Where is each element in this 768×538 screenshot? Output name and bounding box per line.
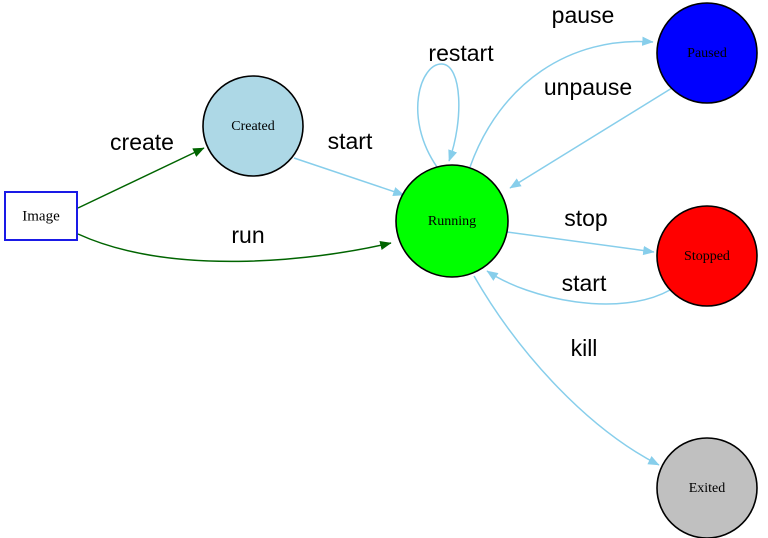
node-shape-stopped [656, 205, 758, 307]
node-shape-created [202, 75, 304, 177]
edge-restart [416, 63, 460, 168]
node-shape-exited [656, 437, 758, 538]
edge-start-created [293, 157, 405, 196]
node-running[interactable]: Running [395, 164, 509, 278]
node-label-created: Created [231, 119, 275, 134]
node-shape-paused [656, 2, 758, 104]
edge-unpause [509, 87, 673, 189]
edge-create [77, 147, 205, 209]
edge-label-restart: restart [428, 40, 494, 66]
edge-label-kill: kill [571, 335, 598, 361]
edge-label-create: create [110, 129, 174, 155]
node-exited[interactable]: Exited [656, 437, 758, 538]
node-label-paused: Paused [687, 46, 727, 61]
edge-label-pause: pause [552, 2, 615, 28]
edge-stop [506, 231, 655, 256]
edge-label-run: run [231, 222, 264, 248]
edge-labels-layer: create run start restart pause unpause stop sta… [110, 2, 632, 361]
node-label-exited: Exited [689, 481, 726, 496]
node-shape-running [395, 164, 509, 278]
edge-label-start-stopped: start [562, 270, 607, 296]
node-stopped[interactable]: Stopped [656, 205, 758, 307]
node-label-running: Running [428, 214, 476, 229]
edge-pause [469, 36, 654, 168]
node-paused[interactable]: Paused [656, 2, 758, 104]
edge-label-stop: stop [564, 205, 607, 231]
edges-layer [77, 36, 673, 466]
edge-start-stopped [486, 270, 671, 305]
edge-label-unpause: unpause [544, 74, 632, 100]
node-created[interactable]: Created [202, 75, 304, 177]
node-label-stopped: Stopped [684, 249, 730, 264]
edge-kill [473, 275, 660, 466]
node-shape-image [4, 191, 78, 241]
node-label-image: Image [22, 208, 60, 224]
node-image[interactable]: Image [4, 191, 78, 241]
edge-label-start-created: start [328, 128, 373, 154]
edge-run [77, 233, 392, 263]
